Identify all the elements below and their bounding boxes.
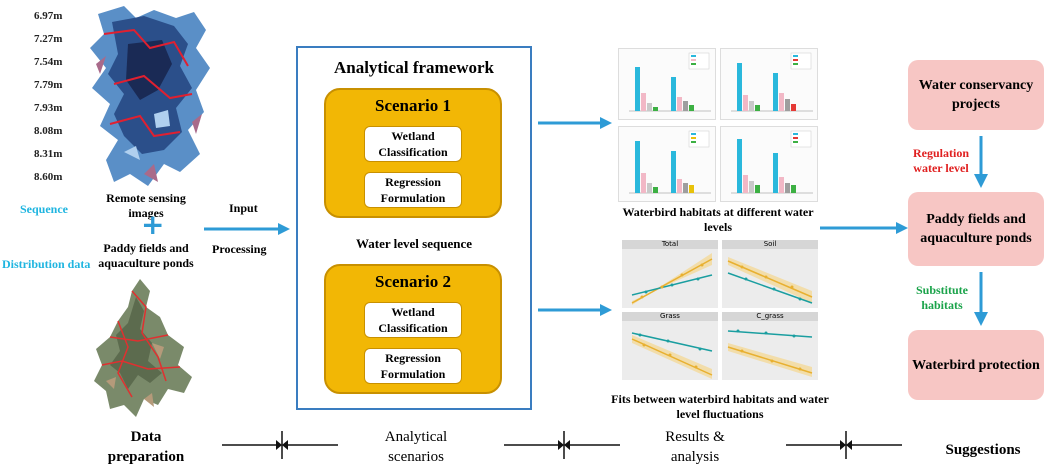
facet-title: Soil	[722, 240, 818, 249]
input-label: Input	[229, 201, 258, 215]
stage-data-preparation: Data preparation	[107, 429, 185, 465]
wetland-classification-box: Wetland Classification	[364, 126, 462, 162]
regulation-label: Regulation water level	[912, 146, 969, 175]
habitat-bar-chart-thumbnail	[720, 126, 818, 202]
scenario-2-box: Scenario 2 Wetland Classification Regres…	[324, 264, 502, 394]
water-level-label: 7.54m	[34, 56, 63, 68]
water-level-label: 7.27m	[34, 33, 63, 45]
arrow-to-suggestions-icon	[820, 222, 908, 234]
paddy-fields-box: Paddy fields and aquaculture ponds	[908, 192, 1044, 266]
fits-caption: Fits between waterbird habitats and wate…	[611, 392, 829, 421]
facet-title: Total	[622, 240, 718, 249]
habitat-bar-chart-thumbnail	[720, 48, 818, 120]
regression-formulation-box: Regression Formulation	[364, 172, 462, 208]
habitats-caption: Waterbird habitats at different water le…	[622, 205, 814, 234]
down-arrow-icon	[974, 136, 988, 188]
water-level-sequence-label: Water level sequence	[355, 236, 472, 251]
stage-results-analysis: Results & analysis	[665, 429, 725, 465]
sequence-label: Sequence	[20, 202, 68, 216]
water-level-label: 6.97m	[34, 10, 63, 22]
fit-facet-panel: Total	[622, 240, 718, 308]
input-arrow-icon	[204, 223, 290, 235]
stage-separator-icon	[504, 431, 620, 459]
regression-formulation-box: Regression Formulation	[364, 348, 462, 384]
habitat-bar-chart-thumbnail	[618, 48, 716, 120]
wetland-classification-box: Wetland Classification	[364, 302, 462, 338]
water-level-label: 8.31m	[34, 148, 63, 160]
down-arrow-icon	[974, 272, 988, 326]
processing-label: Processing	[212, 242, 267, 256]
framework-title: Analytical framework	[333, 58, 495, 77]
scenario-1-box: Scenario 1 Wetland Classification Regres…	[324, 88, 502, 218]
facet-title: C_grass	[722, 312, 818, 321]
water-conservancy-box: Water conservancy projects	[908, 60, 1044, 130]
stage-separator-icon	[786, 431, 902, 459]
remote-sensing-label: Remote sensing images	[106, 191, 186, 220]
scenario-2-title: Scenario 2	[374, 272, 452, 291]
analytical-framework-box: Analytical framework Scenario 1 Wetland …	[296, 46, 532, 410]
waterbird-protection-box: Waterbird protection	[908, 330, 1044, 400]
arrow-to-habitats-icon	[538, 117, 612, 129]
stage-separator-icon	[222, 431, 338, 459]
fit-facet-panel: C_grass	[722, 312, 818, 380]
water-level-label: 7.93m	[34, 102, 63, 114]
water-level-label: 8.60m	[34, 171, 63, 183]
fit-facet-panel: Soil	[722, 240, 818, 308]
water-level-label: 8.08m	[34, 125, 63, 137]
substitute-habitats-label: Substitute habitats	[915, 283, 968, 312]
scenario-1-title: Scenario 1	[374, 96, 452, 115]
water-level-label: 7.79m	[34, 79, 63, 91]
paddy-data-label: Paddy fields and aquaculture ponds	[98, 241, 194, 270]
fit-facet-panel: Grass	[622, 312, 718, 380]
plus-icon: +	[141, 208, 165, 241]
habitat-bar-chart-thumbnail	[618, 126, 716, 202]
distribution-map	[94, 279, 192, 417]
facet-title: Grass	[622, 312, 718, 321]
stage-analytical-scenarios: Analytical scenarios	[384, 429, 448, 465]
distribution-data-label: Distribution data	[2, 257, 91, 271]
stage-suggestions: Suggestions	[945, 442, 1021, 458]
remote-sensing-image-stack	[90, 6, 210, 186]
arrow-to-fits-icon	[538, 304, 612, 316]
